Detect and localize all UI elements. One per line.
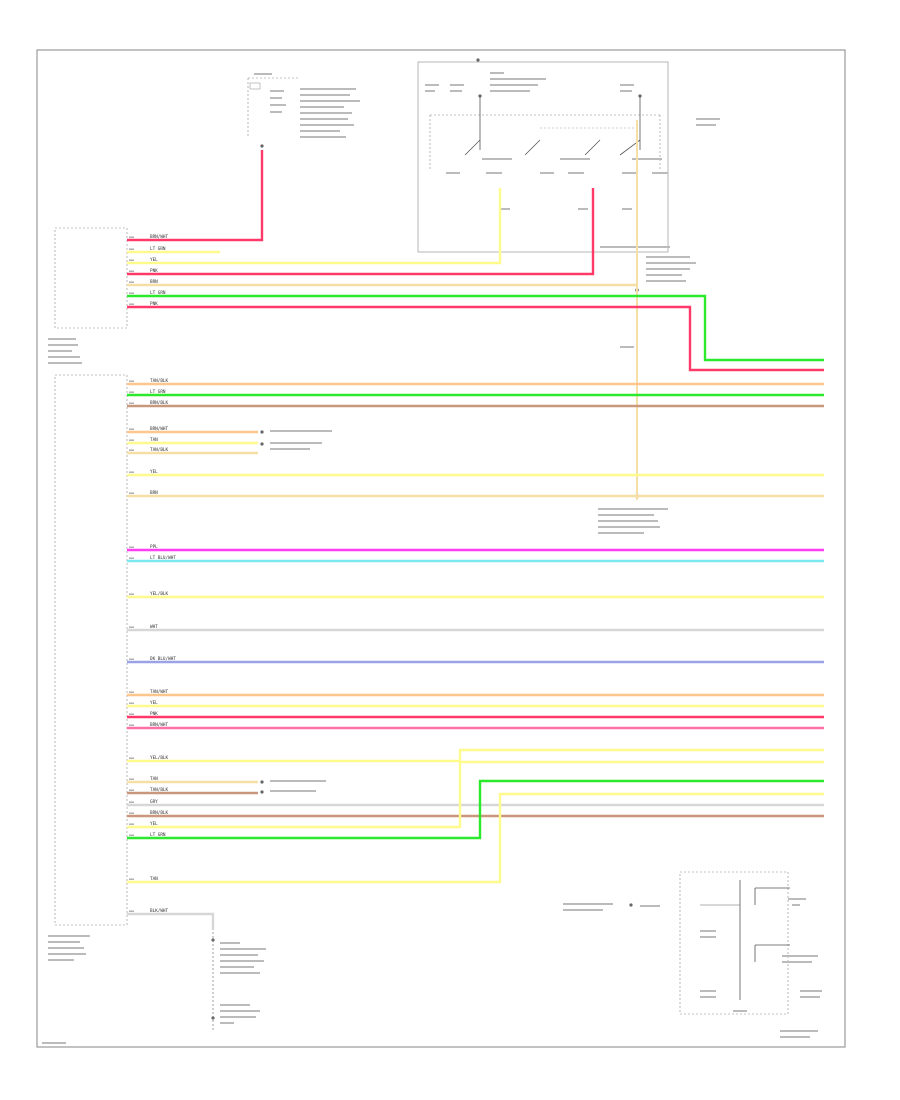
- wire-w6: [127, 294, 824, 362]
- pin-marker: [129, 724, 134, 726]
- wire-color-label: TAN/BLK: [150, 378, 169, 384]
- pin-marker: [129, 471, 134, 473]
- pin-marker: [129, 878, 134, 880]
- pin-marker: [129, 248, 134, 250]
- ignition-switch: [417, 58, 720, 253]
- wire-color-label: GRY: [150, 799, 158, 805]
- diagram-border: [36, 49, 846, 1048]
- pin-marker: [129, 713, 134, 715]
- wire-w4: [127, 188, 595, 276]
- transmission-control-module: [48, 374, 128, 961]
- transmission-range-switch: [563, 871, 822, 1038]
- wire-color-label: PNK: [150, 301, 158, 307]
- pin-marker: [129, 823, 134, 825]
- wire-color-label: PNK: [150, 268, 158, 274]
- wire-layer: [127, 120, 824, 930]
- wire-color-label: LT GRN: [150, 290, 166, 296]
- pin-marker: [129, 757, 134, 759]
- pin-marker: [129, 236, 134, 238]
- wire-color-label: LT GRN: [150, 246, 166, 252]
- pin-marker: [129, 778, 134, 780]
- wire-w7: [127, 305, 824, 372]
- wire-color-label: BRN/WHT: [150, 722, 169, 728]
- pin-marker: [129, 292, 134, 294]
- wire-color-label: BLK/WHT: [150, 908, 169, 914]
- wire-color-label: YEL: [150, 700, 158, 706]
- pin-marker: [129, 801, 134, 803]
- pin-marker: [129, 557, 134, 559]
- wire-color-label: PNK: [150, 711, 158, 717]
- pin-marker: [129, 270, 134, 272]
- wire-w33: [127, 912, 215, 930]
- pin-marker: [129, 303, 134, 305]
- wire-color-label: DK BLU/WHT: [150, 656, 176, 662]
- wire-color-label: TAN: [150, 437, 158, 443]
- pin-marker: [129, 789, 134, 791]
- pin-marker: [129, 658, 134, 660]
- wire-color-label: BRN: [150, 490, 158, 496]
- pin-marker: [129, 380, 134, 382]
- wire-color-label: PPL: [150, 544, 158, 550]
- pin-marker: [129, 439, 134, 441]
- wire-color-label: YEL/BLK: [150, 591, 169, 597]
- wire-w25: [127, 748, 824, 763]
- wire-color-label: BRN/WHT: [150, 234, 169, 240]
- pin-marker: [129, 281, 134, 283]
- wire-w31: [127, 779, 824, 840]
- fuse-block-top: [247, 73, 360, 148]
- pin-marker: [129, 593, 134, 595]
- pin-marker: [129, 834, 134, 836]
- wire-color-label: BRN/BLK: [150, 810, 169, 816]
- pin-marker: [129, 691, 134, 693]
- wire-color-label: YEL: [150, 257, 158, 263]
- pin-marker: [129, 391, 134, 393]
- wire-color-label: WHT: [150, 624, 158, 630]
- wire-color-label: BRN/WHT: [150, 426, 169, 432]
- wire-color-label: YEL/BLK: [150, 755, 169, 761]
- wire-color-label: TAN/WHT: [150, 689, 169, 695]
- wire-color-label: TAN/BLK: [150, 447, 169, 453]
- wire-w1: [127, 150, 264, 242]
- pin-marker: [129, 546, 134, 548]
- pin-marker: [129, 259, 134, 261]
- wire-color-label: TAN/BLK: [150, 787, 169, 793]
- wire-color-label: LT GRN: [150, 389, 166, 395]
- wire-w30: [127, 760, 824, 829]
- pin-marker: [129, 449, 134, 451]
- pin-marker: [129, 428, 134, 430]
- wire-label-layer: BRN/WHT LT GRN YEL PNK BRN LT GRN PNK TAN/BLK LT…: [129, 234, 176, 914]
- pin-marker: [129, 702, 134, 704]
- pin-marker: [129, 626, 134, 628]
- wire-w32: [127, 792, 824, 884]
- wire-color-label: LT BLU/WHT: [150, 555, 176, 561]
- wire-color-label: LT GRN: [150, 832, 166, 838]
- pin-marker: [129, 910, 134, 912]
- body-control-module: [48, 227, 128, 364]
- wire-w3: [127, 188, 502, 265]
- wire-color-label: TAN: [150, 876, 158, 882]
- wire-color-label: YEL: [150, 821, 158, 827]
- pin-marker: [129, 492, 134, 494]
- pin-marker: [129, 812, 134, 814]
- splice-nodes: [42, 246, 696, 1044]
- wire-color-label: BRN: [150, 279, 158, 285]
- wire-color-label: TAN: [150, 776, 158, 782]
- wire-color-label: YEL: [150, 469, 158, 475]
- pin-marker: [129, 402, 134, 404]
- wire-color-label: BRN/BLK: [150, 400, 169, 406]
